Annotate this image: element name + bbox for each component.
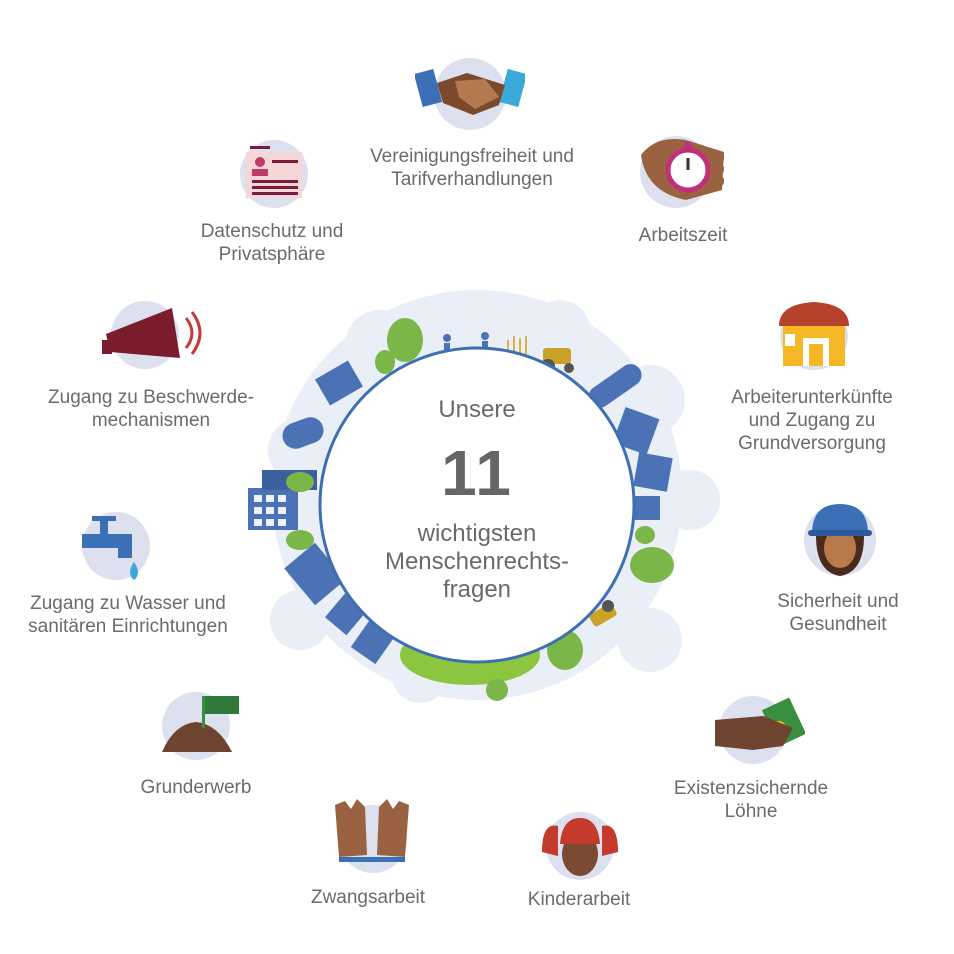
topic-grunderwerb: Grunderwerb — [140, 777, 252, 798]
id-card-icon — [240, 140, 308, 208]
buildings-right — [588, 364, 673, 520]
center-heading: Unsere — [438, 396, 516, 423]
topic-kinderarbeit: Kinderarbeit — [527, 889, 631, 910]
megaphone-icon — [102, 301, 202, 369]
topic-arbeiterunterkuenfte: Arbeiterunterkünfte und Zugang zu Grundv… — [731, 387, 893, 454]
center-subtitle: wichtigsten Menschenrechts- fragen — [384, 520, 570, 603]
hard-hat-worker-icon — [804, 504, 876, 576]
topic-sicherheit: Sicherheit und Gesundheit — [777, 591, 899, 635]
topic-vereinigungsfreiheit: Vereinigungsfreiheit und Tarifverhandlun… — [370, 146, 574, 190]
center-number: 11 — [441, 437, 513, 509]
chained-hands-icon — [335, 799, 409, 873]
topic-loehne: Existenzsichernde Löhne — [673, 778, 829, 822]
topic-datenschutz: Datenschutz und Privatsphäre — [200, 221, 344, 265]
stopwatch-icon — [640, 136, 724, 208]
water-tap-icon — [82, 512, 150, 580]
topic-wasser: Zugang zu Wasser und sanitären Einrichtu… — [28, 593, 228, 637]
topic-zwangsarbeit: Zwangsarbeit — [310, 887, 426, 908]
child-icon — [542, 812, 618, 880]
topic-arbeitszeit: Arbeitszeit — [638, 225, 728, 246]
land-flag-icon — [162, 692, 239, 760]
money-hand-icon — [715, 696, 805, 764]
topic-beschwerde: Zugang zu Beschwerde- mechanismen — [48, 387, 254, 431]
handshake-icon — [415, 58, 525, 130]
center-circle — [318, 346, 636, 664]
house-icon — [779, 302, 849, 370]
tractor-right — [589, 600, 617, 627]
